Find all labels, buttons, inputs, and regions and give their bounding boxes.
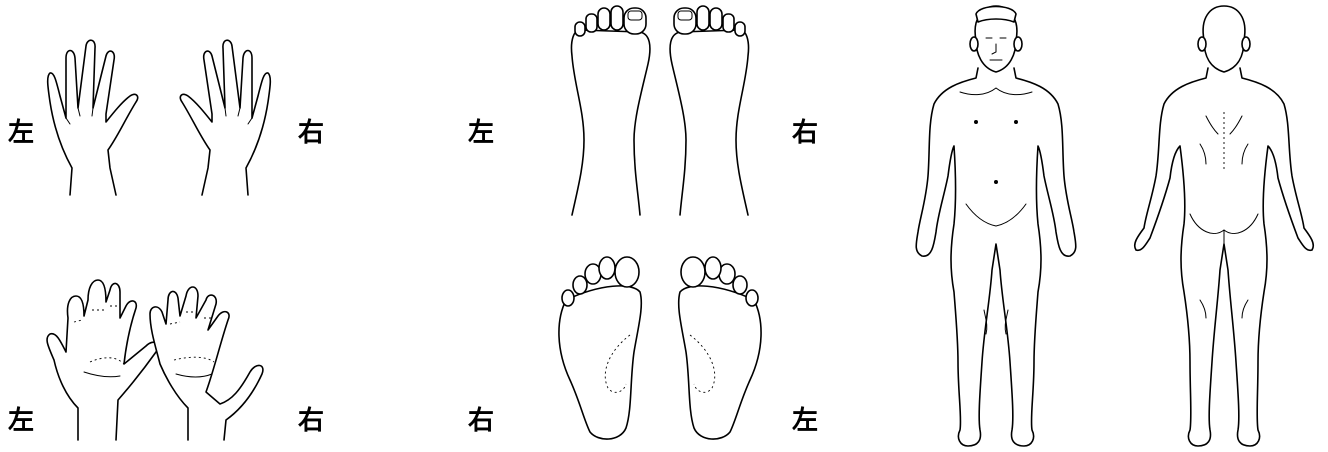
- foot-sole-left-icon: [559, 257, 641, 439]
- foot-top-right-icon: [670, 6, 748, 215]
- foot-sole-right-icon: [679, 257, 761, 439]
- hand-palm-left-icon: [47, 280, 158, 440]
- foot-top-left-icon: [571, 6, 649, 215]
- hand-back-right-icon: [180, 40, 270, 195]
- hand-palm-right-icon: [150, 287, 263, 440]
- hand-back-left-icon: [48, 40, 138, 195]
- body-front-icon: [916, 6, 1076, 446]
- body-back-icon: [1135, 6, 1314, 446]
